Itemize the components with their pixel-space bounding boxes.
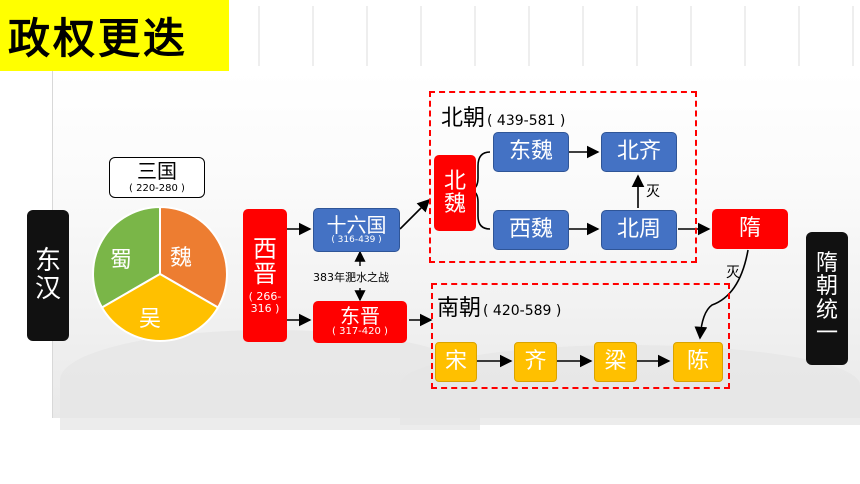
- xiwei-box: 西魏: [493, 210, 569, 250]
- tongyi-char-2: 朝: [815, 274, 838, 300]
- beiqi-box: 北齐: [601, 132, 677, 172]
- shiliuguo-label: 十六国: [326, 212, 387, 237]
- suichao-tongyi-box: 隋 朝 统 一: [806, 232, 848, 365]
- dongjin-label: 东晋: [340, 304, 380, 329]
- battle-label: 383年淝水之战: [313, 271, 389, 284]
- chen-box: 陈: [673, 342, 723, 382]
- pie-slice-wei: [159, 205, 228, 309]
- shiliuguo-box: 十六国 ( 316-439 ): [313, 208, 400, 252]
- beiwei-box: 北 魏: [434, 155, 476, 231]
- nanchao-years: ( 420-589 ): [483, 303, 562, 319]
- sui-box: 隋: [712, 209, 788, 249]
- pie-label-wu: 吴: [139, 307, 162, 332]
- liang-box: 梁: [594, 342, 637, 382]
- beizhou-box: 北周: [601, 210, 677, 250]
- nanchao-heading: 南朝 ( 420-589 ): [437, 290, 561, 322]
- xijin-box: 西 晋 ( 266- 316 ): [243, 209, 287, 342]
- title-banner: 政权更迭: [0, 0, 229, 71]
- page-title: 政权更迭: [8, 14, 189, 63]
- beiwei-char-1: 北: [443, 168, 466, 194]
- donghan-char-2: 汉: [34, 273, 61, 304]
- qi-box: 齐: [514, 342, 557, 382]
- beichao-frame: [429, 91, 697, 263]
- donghan-char-1: 东: [34, 246, 61, 277]
- donghan-box: 东 汉: [27, 210, 69, 341]
- sanguo-pie: [92, 205, 228, 342]
- beichao-years: ( 439-581 ): [487, 113, 566, 129]
- xijin-years-2: 316 ): [250, 301, 280, 315]
- tongyi-char-4: 一: [815, 320, 838, 346]
- pie-slice-shu: [92, 205, 161, 309]
- dongjin-box: 东晋 ( 317-420 ): [313, 301, 407, 343]
- mie-label-beiqi: 灭: [646, 184, 660, 200]
- xijin-years-1: ( 266-: [248, 290, 282, 304]
- tongyi-char-3: 统: [815, 297, 838, 323]
- tongyi-char-1: 隋: [815, 251, 838, 277]
- arrow-sui-chen: [694, 249, 749, 340]
- nanchao-frame: [431, 283, 730, 389]
- pie-label-shu: 蜀: [110, 248, 133, 273]
- dongjin-years: ( 317-420 ): [332, 326, 388, 338]
- beiwei-char-2: 魏: [443, 192, 466, 217]
- nanchao-label: 南朝: [437, 296, 482, 321]
- beichao-label: 北朝: [441, 106, 486, 131]
- xijin-char-1: 西: [253, 234, 277, 263]
- title-decoration: [232, 6, 860, 66]
- song-box: 宋: [435, 342, 477, 382]
- pie-slice-wu: [100, 272, 220, 342]
- shiliuguo-years: ( 316-439 ): [331, 234, 382, 245]
- sanguo-label: 三国: [137, 159, 177, 183]
- xijin-char-2: 晋: [253, 259, 277, 288]
- sanguo-label-box: 三国 ( 220-280 ): [109, 157, 205, 198]
- pie-label-wei: 魏: [170, 246, 193, 271]
- mie-label-chen: 灭: [726, 265, 740, 281]
- beichao-heading: 北朝 ( 439-581 ): [441, 100, 565, 132]
- arrow-shiliuguo-beiwei: [399, 198, 431, 230]
- sanguo-years: ( 220-280 ): [129, 183, 185, 194]
- dongwei-box: 东魏: [493, 132, 569, 172]
